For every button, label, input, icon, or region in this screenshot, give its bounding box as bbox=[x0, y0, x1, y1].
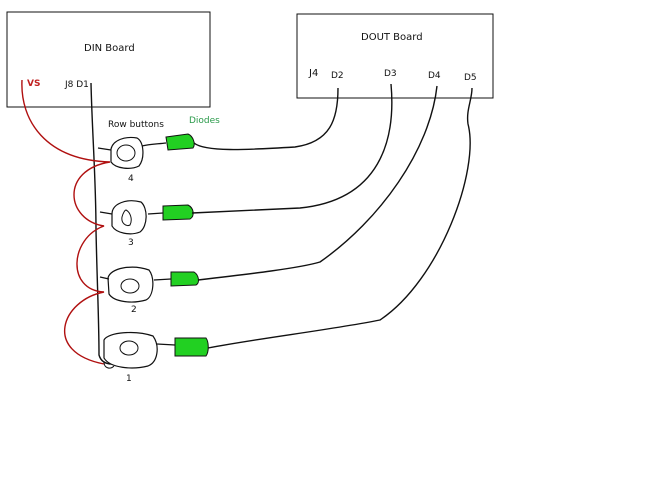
vs-label: VS bbox=[27, 79, 40, 89]
diode-1 bbox=[174, 337, 209, 357]
dout-board-title: DOUT Board bbox=[361, 32, 423, 43]
diode-3 bbox=[162, 204, 194, 221]
button-number-2: 2 bbox=[131, 305, 137, 315]
row-button-3[interactable]: 3 bbox=[99, 200, 164, 248]
pin-label-d5: D5 bbox=[464, 73, 477, 83]
row-button-1[interactable]: 1 bbox=[103, 331, 176, 384]
diodes-label: Diodes bbox=[189, 116, 220, 126]
wire-d2 bbox=[193, 87, 339, 151]
pin-label-d4: D4 bbox=[428, 71, 441, 81]
diode-4 bbox=[165, 133, 195, 151]
row-button-4[interactable]: 4 bbox=[97, 136, 167, 184]
pin-label-d2: D2 bbox=[331, 71, 344, 81]
din-connector-label: J8 D1 bbox=[64, 80, 89, 90]
vs-wire bbox=[21, 79, 111, 365]
button-number-3: 3 bbox=[128, 238, 134, 248]
row-buttons-label: Row buttons bbox=[108, 120, 164, 130]
button-number-4: 4 bbox=[128, 174, 134, 184]
dout-board: DOUT Board J4 D2 D3 D4 D5 bbox=[296, 13, 494, 99]
din-board-title: DIN Board bbox=[84, 43, 135, 54]
row-button-2[interactable]: 2 bbox=[99, 266, 172, 315]
wire-d5 bbox=[207, 87, 473, 349]
wire-d3 bbox=[191, 83, 393, 214]
dout-connector-label: J4 bbox=[308, 68, 318, 79]
din-bus-wire bbox=[90, 82, 113, 365]
din-board: DIN Board VS J8 D1 bbox=[6, 11, 211, 108]
pin-label-d3: D3 bbox=[384, 69, 397, 79]
diode-2 bbox=[170, 271, 199, 287]
wire-d4 bbox=[197, 85, 438, 281]
button-number-1: 1 bbox=[126, 374, 132, 384]
